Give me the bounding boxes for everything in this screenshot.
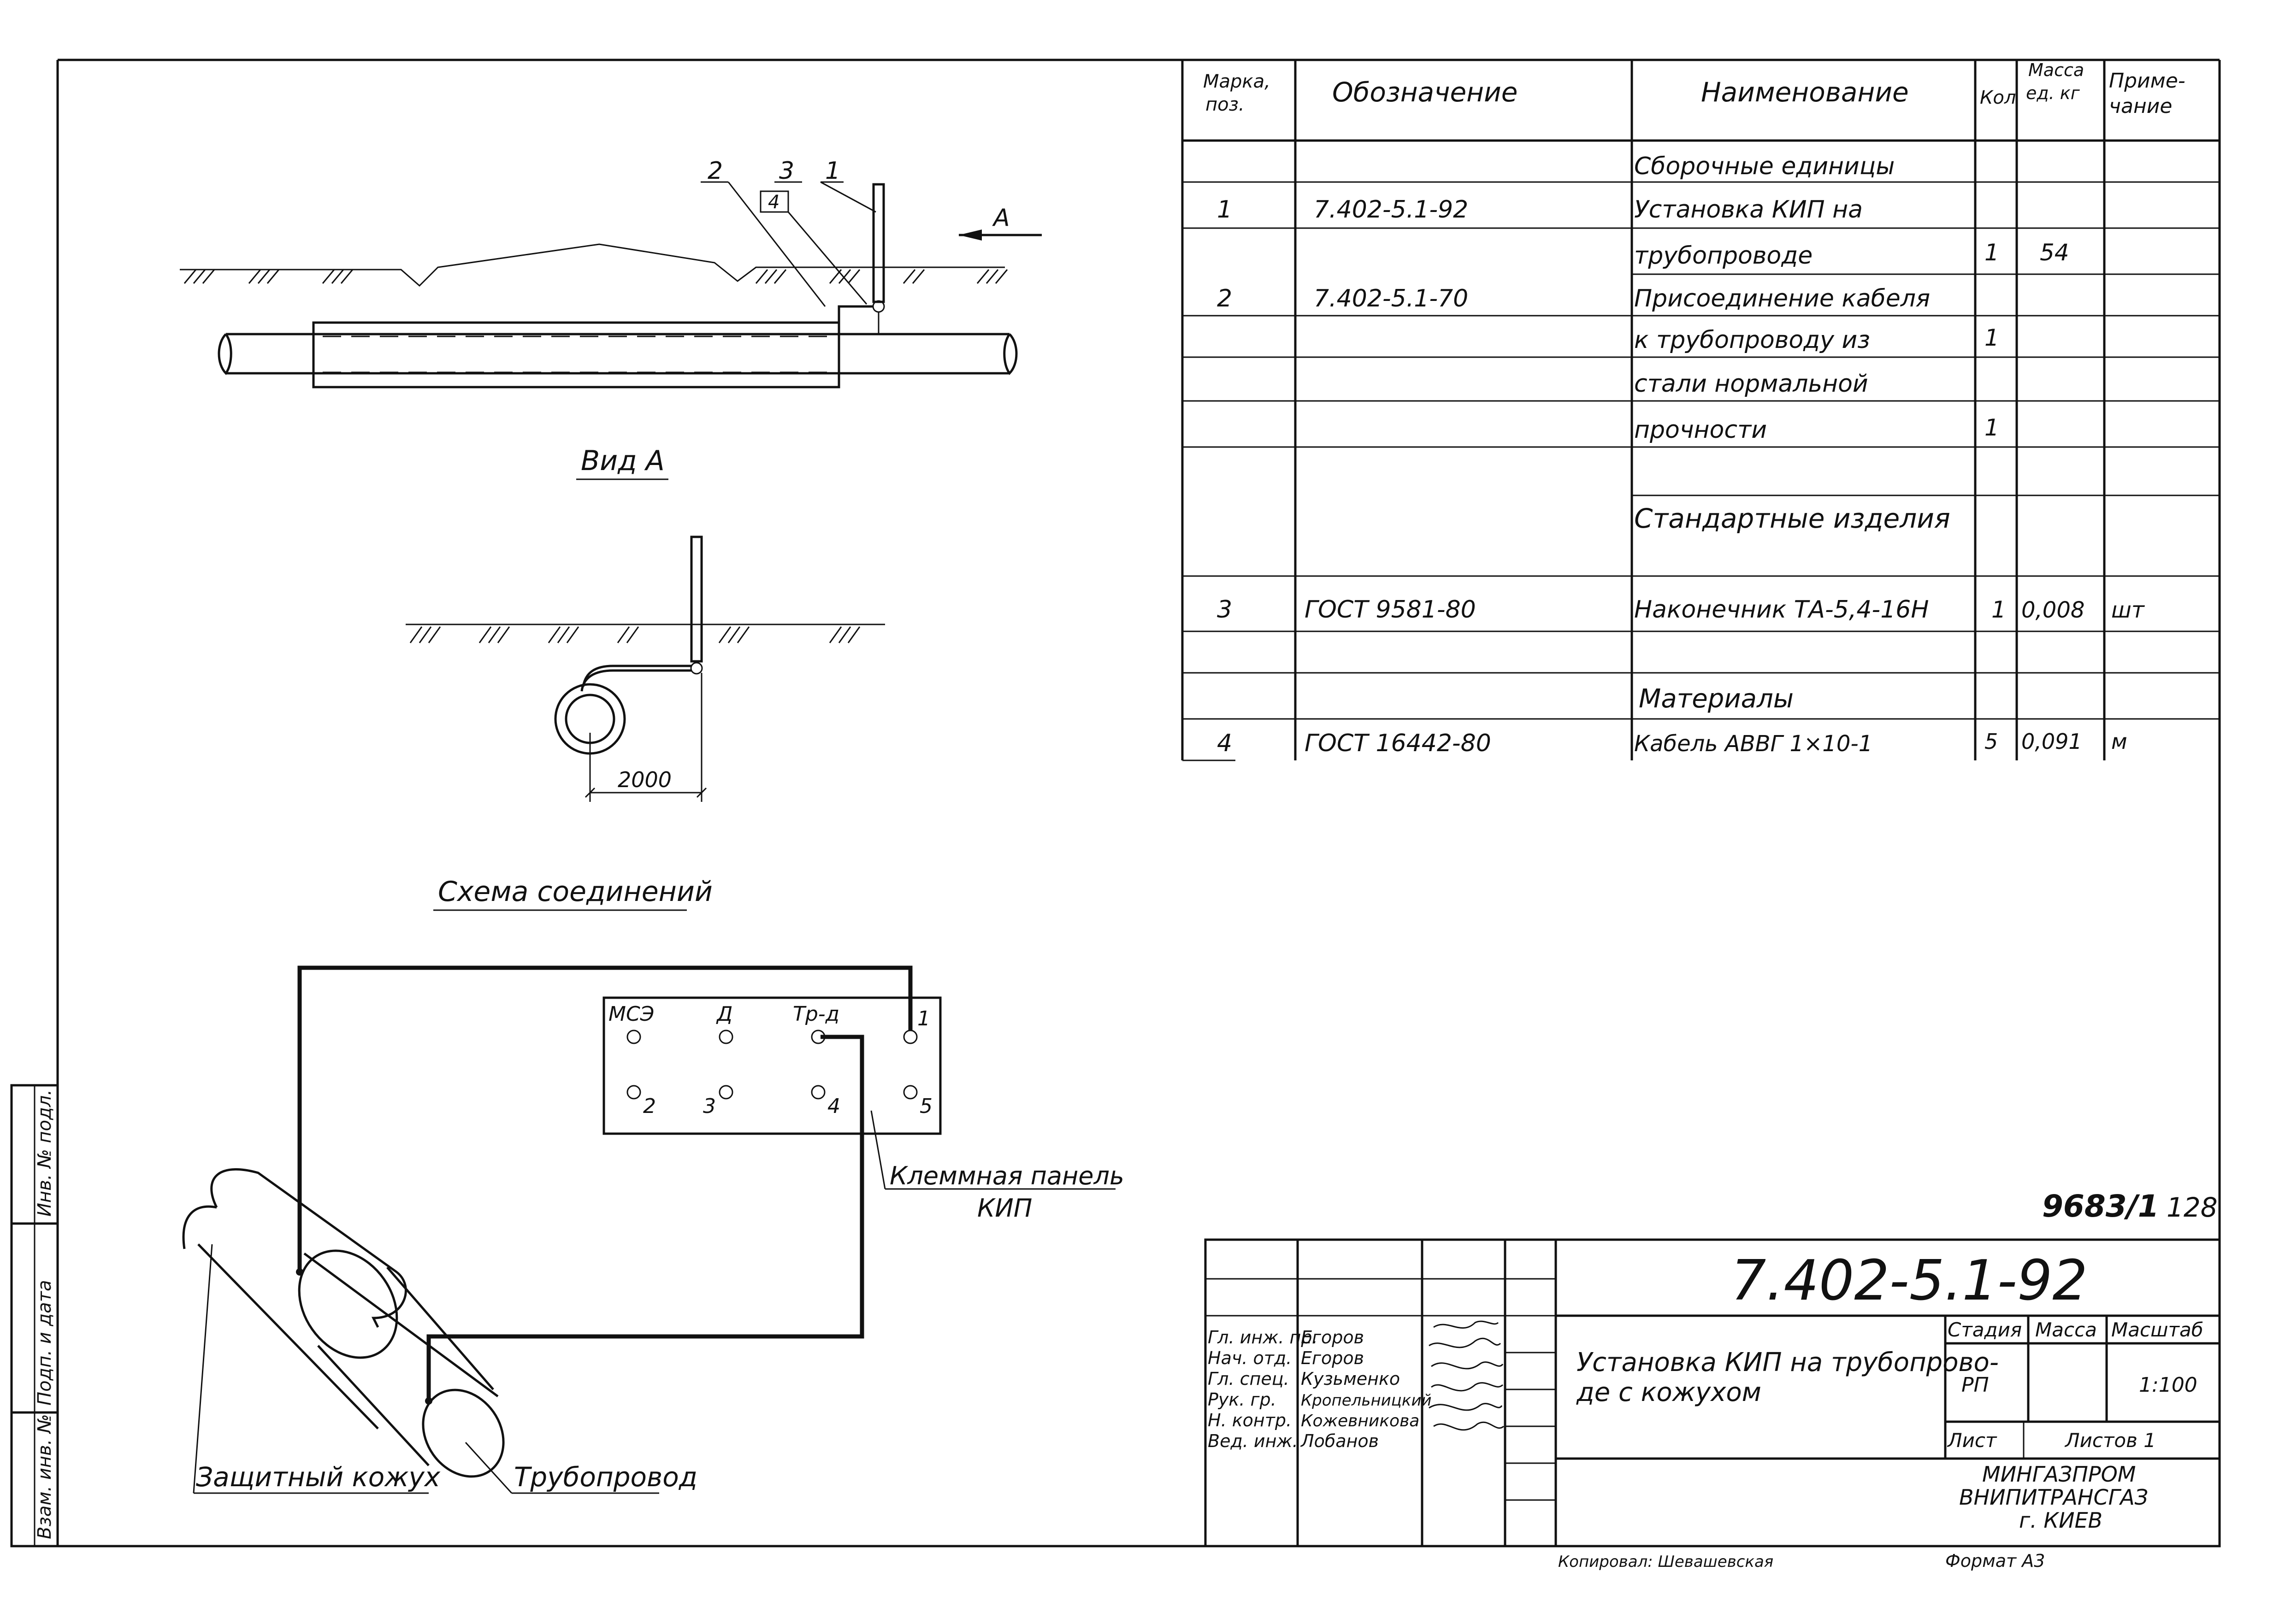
table-row: 5 — [1984, 729, 1998, 754]
table-row: 0,008 — [2021, 597, 2084, 623]
role-2: Нач. отд. — [1208, 1348, 1292, 1368]
hdr-note-1: Приме- — [2109, 69, 2185, 93]
callout-2: 2 — [708, 157, 723, 185]
hdr-qty: Кол — [1980, 87, 2016, 108]
org-line-1: МИНГАЗПРОМ — [1982, 1462, 2136, 1487]
table-row: 0,091 — [2021, 729, 2082, 754]
spec-table — [1181, 60, 2221, 761]
terminal-label-d: Д — [716, 1002, 732, 1026]
table-row: к трубопроводу из — [1634, 326, 1870, 354]
side-stamp-1: Инв. № подл. — [34, 1089, 55, 1217]
sheet-label: Лист — [1947, 1429, 1997, 1452]
title-block — [1204, 1238, 2221, 1548]
archive-number: 9683/1 — [2042, 1189, 2159, 1224]
scheme-title: Схема соединений — [438, 876, 713, 908]
table-row: 1 — [1991, 596, 2006, 623]
hdr-mark-2: поз. — [1205, 94, 1245, 115]
stage-value: РП — [1961, 1373, 1989, 1397]
view-a — [406, 535, 885, 802]
terminal-label-4: 4 — [827, 1094, 840, 1118]
sheet-number: 128 — [2167, 1192, 2218, 1223]
table-row: прочности — [1634, 416, 1767, 444]
sheet-frame — [10, 59, 2221, 1548]
casing-label: Защитный кожух — [196, 1461, 441, 1493]
table-row: Материалы — [1639, 684, 1794, 714]
hdr-name: Наименование — [1701, 76, 1909, 108]
role-3: Гл. спец. — [1208, 1369, 1289, 1389]
panel-label-kip: КИП — [977, 1194, 1032, 1223]
role-5: Н. контр. — [1208, 1410, 1292, 1430]
table-row: Стандартные изделия — [1634, 503, 1950, 534]
drawing-title-1: Установка КИП на трубопрово- — [1577, 1347, 1999, 1377]
table-row: Присоединение кабеля — [1634, 285, 1930, 312]
table-row: 1 — [1217, 196, 1232, 224]
callout-4: 4 — [768, 192, 779, 213]
arrow-label-a: А — [992, 204, 1010, 232]
role-1: Гл. инж. пр. — [1208, 1327, 1318, 1347]
name-3: Кузьменко — [1301, 1369, 1400, 1389]
terminal-label-3: 3 — [703, 1094, 716, 1118]
sheets-label: Листов 1 — [2064, 1429, 2156, 1452]
table-row: 1 — [1984, 324, 1999, 351]
table-row: стали нормальной — [1634, 370, 1868, 398]
table-row: 1 — [1984, 414, 1999, 441]
table-row: ГОСТ 9581-80 — [1305, 596, 1476, 624]
dimension-2000: 2000 — [618, 767, 672, 792]
drawing-code: 7.402-5.1-92 — [1731, 1249, 2088, 1313]
table-row: 4 — [1217, 730, 1232, 757]
org-line-3: г. КИЕВ — [2019, 1508, 2102, 1533]
hdr-note-2: чание — [2109, 94, 2172, 118]
name-5: Кожевникова — [1301, 1412, 1419, 1430]
side-stamp-3: Взам. инв. № — [34, 1414, 55, 1539]
stage-label: Стадия — [1948, 1318, 2022, 1341]
table-row: 3 — [1217, 596, 1232, 624]
name-1: Егоров — [1301, 1327, 1364, 1347]
table-row: трубопроводе — [1634, 242, 1813, 270]
terminal-label-trd: Тр-д — [793, 1002, 839, 1026]
terminal-label-5: 5 — [920, 1094, 933, 1118]
copied-by: Копировал: Шевашевская — [1558, 1553, 1773, 1571]
table-row: Сборочные единицы — [1634, 153, 1895, 180]
name-4: Кропельницкий — [1301, 1391, 1432, 1410]
pipeline-label: Трубопровод — [514, 1461, 697, 1493]
hdr-mass-1: Масса — [2028, 60, 2084, 80]
table-row: Кабель АВВГ 1×10-1 — [1634, 731, 1872, 757]
terminal-label-1: 1 — [917, 1007, 930, 1030]
connection-scheme — [182, 965, 1116, 1494]
mass-label: Масса — [2035, 1318, 2097, 1341]
name-2: Егоров — [1301, 1348, 1364, 1368]
scale-label: Масштаб — [2111, 1318, 2203, 1341]
role-6: Вед. инж. — [1208, 1431, 1298, 1451]
panel-label: Клеммная панель — [890, 1161, 1124, 1190]
table-row: Наконечник ТА-5,4-16Н — [1634, 596, 1929, 624]
table-row: 1 — [1984, 239, 1999, 266]
hdr-designation: Обозначение — [1332, 76, 1517, 108]
table-row: ГОСТ 16442-80 — [1305, 730, 1491, 757]
side-stamp-2: Подп. и дата — [34, 1280, 55, 1406]
table-row: Установка КИП на — [1634, 196, 1863, 224]
drawing-title-2: де с кожухом — [1576, 1377, 1761, 1407]
table-row: 2 — [1217, 285, 1232, 312]
callout-3: 3 — [779, 157, 794, 185]
callout-1: 1 — [825, 157, 840, 185]
terminal-panel — [602, 996, 942, 1135]
org-line-2: ВНИПИТРАНСГАЗ — [1959, 1485, 2148, 1510]
table-row: шт — [2111, 597, 2145, 623]
terminal-label-2: 2 — [643, 1094, 656, 1118]
table-row: 54 — [2040, 239, 2069, 266]
view-a-label: Вид А — [581, 445, 665, 477]
table-row: 7.402-5.1-70 — [1314, 285, 1468, 312]
table-row: м — [2111, 729, 2127, 754]
table-row: 7.402-5.1-92 — [1314, 196, 1468, 224]
scale-value: 1:100 — [2139, 1373, 2197, 1397]
hdr-mass-2: ед. кг — [2026, 83, 2080, 103]
terminal-label-mse: МСЭ — [608, 1002, 654, 1026]
hdr-mark-1: Марка, — [1203, 71, 1270, 92]
role-4: Рук. гр. — [1208, 1389, 1276, 1410]
format-label: Формат А3 — [1945, 1551, 2045, 1571]
elevation-view — [180, 181, 1042, 388]
name-6: Лобанов — [1300, 1431, 1379, 1451]
